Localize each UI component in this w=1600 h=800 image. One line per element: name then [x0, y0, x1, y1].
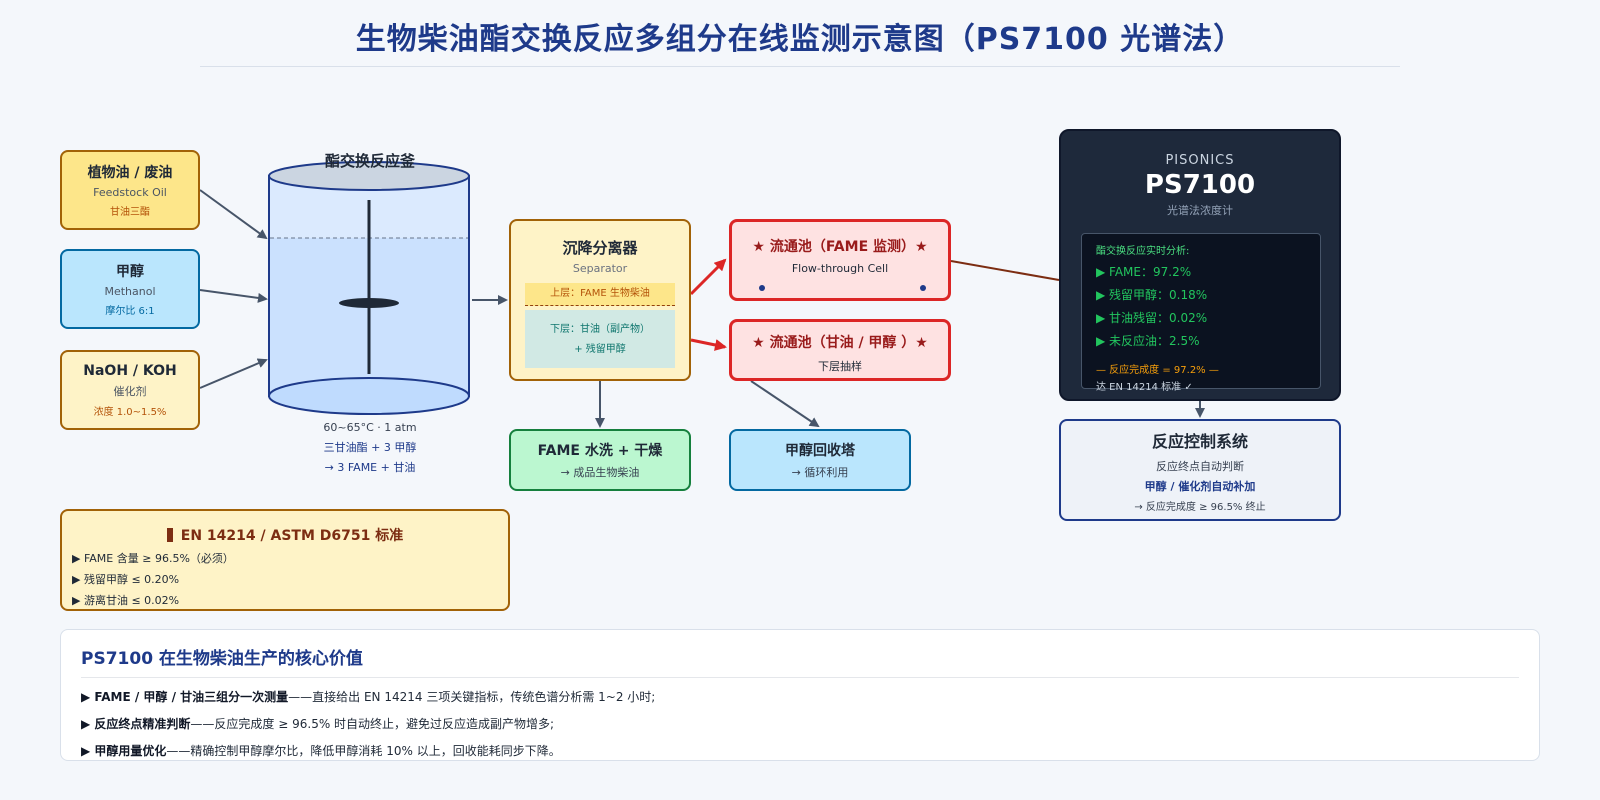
methanol-recovery-box: 甲醇回收塔 → 循环利用: [729, 429, 911, 491]
cell-port-left: [759, 285, 765, 291]
reactor-reaction-line2: → 3 FAME + 甘油: [324, 461, 416, 474]
separator-upper-layer: 上层：FAME 生物柴油: [525, 283, 675, 306]
wash-title: FAME 水洗 + 干燥: [537, 443, 663, 459]
standard-item: ▶ 游离甘油 ≤ 0.02%: [72, 594, 180, 607]
standard-item: ▶ FAME 含量 ≥ 96.5%（必须）: [72, 552, 234, 565]
reactor-conditions: 60~65°C · 1 atm: [323, 421, 417, 434]
separator-lower-layer: 下层：甘油（副产物） + 残留甲醇: [525, 310, 675, 368]
flow-cell-glycerol: ★ 流通池（甘油 / 甲醇 ）★ 下层抽样: [729, 319, 951, 381]
flow-cell-fame-title: ★ 流通池（FAME 监测）★: [752, 239, 928, 255]
feed-oil-sub: Feedstock Oil: [93, 186, 167, 199]
feed-catalyst-note: 浓度 1.0~1.5%: [93, 406, 167, 418]
core-value-panel: PS7100 在生物柴油生产的核心价值 ▶ FAME / 甲醇 / 甘油三组分一…: [60, 629, 1540, 761]
control-system-box: 反应控制系统 反应终点自动判断 甲醇 / 催化剂自动补加 → 反应完成度 ≥ 9…: [1059, 419, 1341, 521]
standard-title: EN 14214 / ASTM D6751 标准: [180, 528, 404, 544]
feed-methanol-sub: Methanol: [104, 285, 156, 298]
core-value-item: ▶ FAME / 甲醇 / 甘油三组分一次测量——直接给出 EN 14214 三…: [81, 688, 1519, 705]
standard-heading: EN 14214 / ASTM D6751 标准: [62, 525, 508, 545]
recovery-sub: → 循环利用: [791, 466, 849, 479]
standard-ok-readout: 达 EN 14214 标准 ✓: [1096, 382, 1193, 393]
screen-header: 酯交换反应实时分析:: [1096, 246, 1190, 257]
title-divider: [200, 66, 1400, 67]
link-cell-to-device: [950, 260, 1060, 281]
arrow-separator-to-fame-cell: [689, 258, 727, 296]
feed-oil-title: 植物油 / 废油: [87, 165, 173, 181]
reading-fame: ▶ FAME：97.2%: [1096, 265, 1192, 279]
standard-item: ▶ 残留甲醇 ≤ 0.20%: [72, 573, 180, 586]
arrow-catalyst-to-reactor: [199, 358, 268, 389]
standard-marker-icon: [166, 528, 173, 542]
core-value-heading: PS7100 在生物柴油生产的核心价值: [81, 644, 1519, 678]
feed-methanol-title: 甲醇: [116, 264, 144, 280]
core-value-item-text: ——精确控制甲醇摩尔比，降低甲醇消耗 10% 以上，回收能耗同步下降。: [166, 744, 561, 758]
recovery-title: 甲醇回收塔: [785, 443, 855, 459]
reactor-label: 酯交换反应釜: [324, 152, 415, 170]
flow-cell-fame-sub: Flow-through Cell: [791, 262, 889, 275]
ps7100-device: PISONICS PS7100 光谱法浓度计 酯交换反应实时分析: ▶ FAME…: [1059, 129, 1341, 401]
arrow-oil-to-reactor: [199, 189, 268, 240]
device-model: PS7100: [1144, 170, 1256, 200]
feed-catalyst-box: NaOH / KOH 催化剂 浓度 1.0~1.5%: [60, 350, 200, 430]
core-value-item: ▶ 反应终点精准判断——反应完成度 ≥ 96.5% 时自动终止，避免过反应造成副…: [81, 715, 1519, 732]
reactor-info: 60~65°C · 1 atm 三甘油酯 + 3 甲醇 → 3 FAME + 甘…: [270, 418, 470, 478]
separator-lower-line1: 下层：甘油（副产物）: [550, 324, 650, 335]
core-value-item-bold: ▶ 反应终点精准判断: [81, 717, 191, 731]
flow-cell-fame: ★ 流通池（FAME 监测）★ Flow-through Cell: [729, 219, 951, 301]
cell-port-right: [920, 285, 926, 291]
feed-oil-note: 甘油三酯: [110, 207, 150, 218]
arrow-cell-to-recovery: [750, 380, 820, 428]
feed-catalyst-sub: 催化剂: [113, 384, 147, 398]
arrow-methanol-to-reactor: [199, 289, 268, 303]
reactor-reaction-line1: 三甘油酯 + 3 甲醇: [323, 441, 417, 454]
feed-oil-box: 植物油 / 废油 Feedstock Oil 甘油三酯: [60, 150, 200, 230]
flow-cell-glycerol-sub: 下层抽样: [818, 360, 862, 373]
separator-box: 沉降分离器 Separator 上层：FAME 生物柴油 下层：甘油（副产物） …: [509, 219, 691, 381]
control-line3: → 反应完成度 ≥ 96.5% 终止: [1134, 501, 1266, 513]
reading-methanol: ▶ 残留甲醇：0.18%: [1096, 288, 1208, 302]
standard-box: EN 14214 / ASTM D6751 标准 ▶ FAME 含量 ≥ 96.…: [60, 509, 510, 611]
separator-sub: Separator: [572, 262, 628, 275]
feed-methanol-box: 甲醇 Methanol 摩尔比 6:1: [60, 249, 200, 329]
wash-dry-box: FAME 水洗 + 干燥 → 成品生物柴油: [509, 429, 691, 491]
reading-unreacted-oil: ▶ 未反应油：2.5%: [1096, 334, 1200, 348]
core-value-item-bold: ▶ 甲醇用量优化: [81, 744, 167, 758]
flow-cell-glycerol-title: ★ 流通池（甘油 / 甲醇 ）★: [752, 335, 928, 351]
device-screen: 酯交换反应实时分析: ▶ FAME：97.2% ▶ 残留甲醇：0.18% ▶ 甘…: [1081, 233, 1321, 393]
page-title: 生物柴油酯交换反应多组分在线监测示意图（PS7100 光谱法）: [355, 22, 1245, 57]
core-value-item-text: ——反应完成度 ≥ 96.5% 时自动终止，避免过反应造成副产物增多;: [190, 717, 555, 731]
control-line2: 甲醇 / 催化剂自动补加: [1144, 479, 1256, 493]
completion-readout: — 反应完成度 = 97.2% —: [1096, 365, 1219, 376]
wash-sub: → 成品生物柴油: [560, 466, 640, 479]
device-subtitle: 光谱法浓度计: [1167, 204, 1233, 217]
feed-methanol-note: 摩尔比 6:1: [105, 306, 155, 317]
core-value-item: ▶ 甲醇用量优化——精确控制甲醇摩尔比，降低甲醇消耗 10% 以上，回收能耗同步…: [81, 742, 1519, 759]
separator-title: 沉降分离器: [562, 239, 638, 257]
reactor-vessel: [268, 161, 470, 415]
device-brand: PISONICS: [1165, 153, 1235, 168]
agitator-impeller: [339, 298, 399, 308]
reading-glycerol: ▶ 甘油残留：0.02%: [1096, 311, 1208, 325]
control-title: 反应控制系统: [1151, 431, 1248, 451]
core-value-item-bold: ▶ FAME / 甲醇 / 甘油三组分一次测量: [81, 690, 289, 704]
separator-lower-line2: + 残留甲醇: [574, 344, 626, 355]
arrow-separator-to-glycerol-cell: [690, 338, 727, 351]
feed-catalyst-title: NaOH / KOH: [83, 362, 177, 379]
control-line1: 反应终点自动判断: [1156, 459, 1244, 473]
core-value-item-text: ——直接给出 EN 14214 三项关键指标，传统色谱分析需 1~2 小时;: [288, 690, 656, 704]
